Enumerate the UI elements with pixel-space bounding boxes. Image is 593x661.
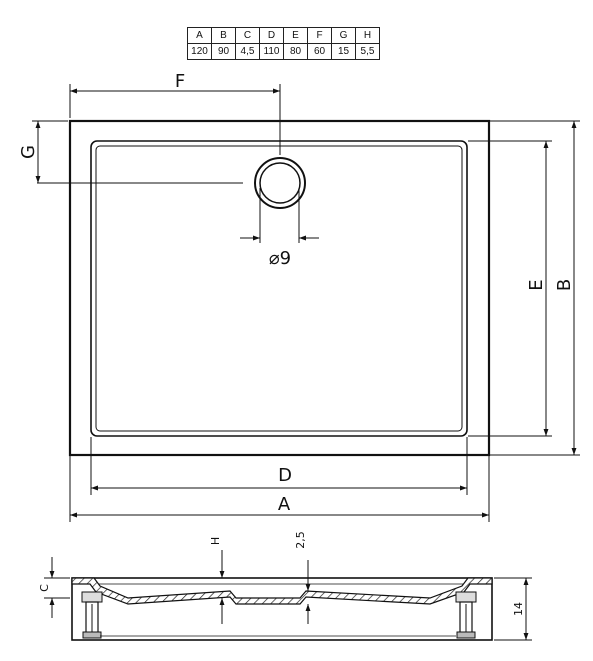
dimension-table-value-row: 120 90 4,5 110 80 60 15 5,5	[187, 43, 380, 60]
foot-right-body	[455, 591, 477, 603]
dimension-C: C	[38, 557, 70, 618]
dimension-G: G	[18, 120, 68, 183]
dimension-H: H	[209, 537, 225, 624]
table-value-cell: 110	[259, 43, 284, 60]
dim-depth-label: 2,5	[294, 531, 307, 549]
dimension-total-height: 14	[494, 577, 532, 641]
drain-diameter-label: ⌀9	[269, 248, 291, 269]
dimension-A: A	[69, 456, 490, 522]
dimension-E: E	[468, 140, 552, 437]
dim-G-label: G	[18, 145, 39, 159]
dimension-D: D	[90, 437, 468, 495]
dim-B-label: B	[554, 279, 575, 291]
foot-left-body	[81, 591, 103, 603]
dim-C-label: C	[38, 584, 51, 592]
tray-outer-rim	[68, 119, 491, 457]
drain-outer-ring	[254, 157, 306, 209]
support-foot-left	[81, 591, 103, 639]
dim-H-label: H	[209, 537, 222, 545]
dimension-table-header-row: A B C D E F G H	[187, 27, 380, 44]
dim-height-label: 14	[512, 602, 525, 616]
tray-basin-inner-outline	[95, 145, 463, 432]
dim-A-label: A	[278, 494, 291, 515]
section-outer-casing	[71, 577, 493, 641]
dim-F-label: F	[175, 71, 185, 92]
drain-inner-ring	[259, 162, 301, 204]
dimension-drain-depth: 2,5	[294, 531, 311, 624]
tray-basin-outline	[90, 140, 468, 437]
foot-left-base	[82, 631, 102, 639]
section-tray-shell	[71, 577, 493, 605]
dimension-F: F	[69, 71, 280, 118]
foot-right-base	[456, 631, 476, 639]
shower-tray-section-view	[71, 577, 493, 641]
table-value-cell: 5,5	[355, 43, 380, 60]
drain-outlet	[254, 157, 306, 209]
support-foot-right	[455, 591, 477, 639]
dim-E-label: E	[526, 279, 547, 290]
dimension-B: B	[490, 120, 580, 456]
dim-D-label: D	[278, 465, 292, 486]
dimension-drain-diameter: ⌀9	[240, 235, 319, 269]
shower-tray-plan-view	[37, 84, 491, 457]
dimension-table: A B C D E F G H 120 90 4,5 110 80 60 15 …	[187, 27, 380, 60]
table-value-cell: 15	[331, 43, 356, 60]
table-value-cell: 80	[283, 43, 308, 60]
